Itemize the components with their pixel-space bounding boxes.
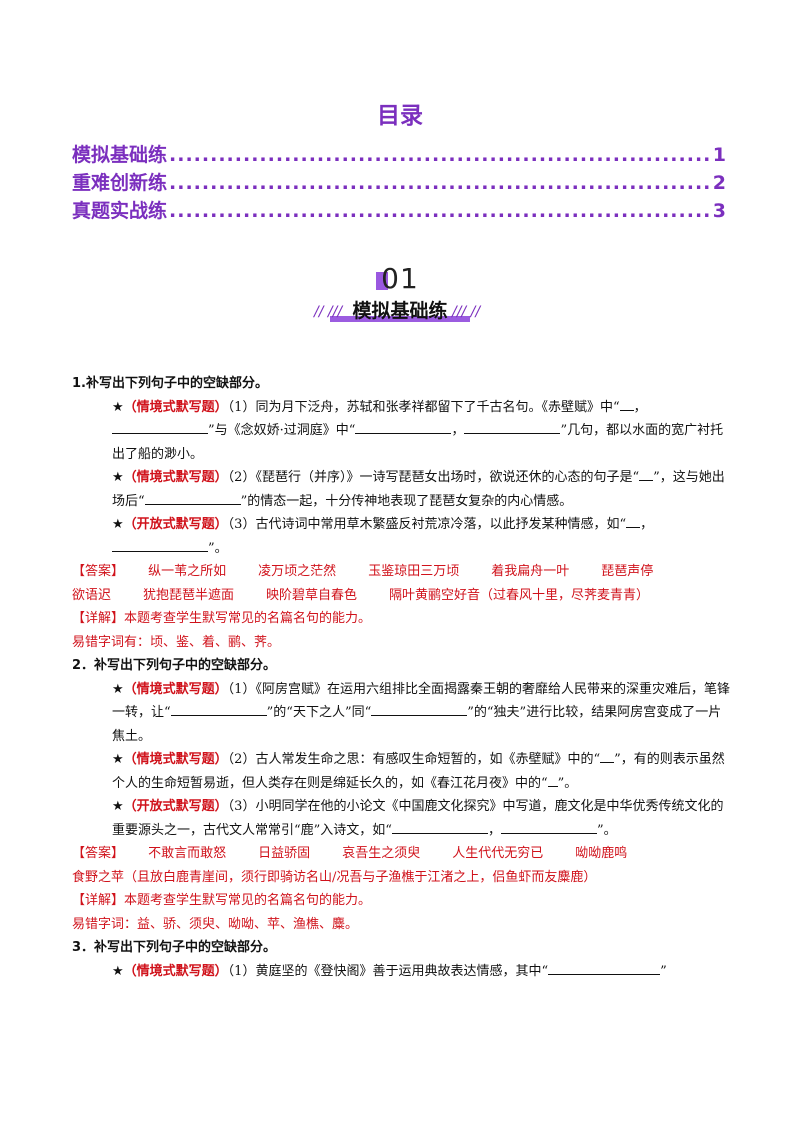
answer-item: 纵一苇之所如 xyxy=(148,564,227,579)
answer-blank[interactable] xyxy=(391,819,488,834)
detail-label: 【详解】 xyxy=(72,611,125,626)
slash-decoration-left: // /// xyxy=(314,304,343,320)
question-text: （3）古代诗词中常用草木繁盛反衬荒凉冷落，以此抒发某种情感，如“ xyxy=(227,517,627,532)
typo-note: 易错字词：益、骄、须臾、呦呦、苹、渔樵、麋。 xyxy=(72,916,359,932)
question-type-tag: （情境式默写题） xyxy=(123,752,228,767)
answer-blank[interactable] xyxy=(600,748,615,763)
answer-block: 【答案】 不敢言而敢怒 日益骄固 哀吾生之须臾 人生代代无穷已 呦呦鹿鸣 xyxy=(72,842,734,866)
answer-blank[interactable] xyxy=(619,396,634,411)
toc-leader-dots xyxy=(169,144,711,166)
typo-note: 易错字词有：顷、鉴、着、鹂、荠。 xyxy=(72,634,281,650)
answer-block-continued: 欲语迟 犹抱琵琶半遮面 映阶碧草自春色 隔叶黄鹂空好音（过春风十里，尽荠麦青青） xyxy=(72,584,734,608)
detail-block: 【详解】本题考查学生默写常见的名篇名句的能力。 xyxy=(72,889,734,913)
answer-blank[interactable] xyxy=(548,960,661,975)
answer-block: 【答案】 纵一苇之所如 凌万顷之茫然 玉鉴琼田三万顷 着我扁舟一叶 琵琶声停 xyxy=(72,560,734,584)
star-icon: ★ xyxy=(112,470,124,485)
answer-blank[interactable] xyxy=(112,419,208,434)
exercise-content: 1.补写出下列句子中的空缺部分。 ★（情境式默写题）（1）同为月下泛舟，苏轼和张… xyxy=(72,372,734,983)
answer-item: 隔叶黄鹂空好音（过春风十里，尽荠麦青青） xyxy=(389,587,650,603)
answer-item: 呦呦鹿鸣 xyxy=(575,846,628,861)
question-text: （3）小明同学在他的小论文《中国鹿文化探究》中写道，鹿文化是中华优秀传统文化的重… xyxy=(112,799,724,838)
question-item: ★（情境式默写题）（1）《阿房宫赋》在运用六组排比全面揭露秦王朝的奢靡给人民带来… xyxy=(112,681,730,744)
answer-item: 玉鉴琼田三万顷 xyxy=(368,564,460,579)
detail-block: 【详解】本题考查学生默写常见的名篇名句的能力。 xyxy=(72,607,734,631)
answer-blank[interactable] xyxy=(112,537,208,552)
detail-text: 本题考查学生默写常见的名篇名句的能力。 xyxy=(124,893,372,908)
question-type-tag: （情境式默写题） xyxy=(123,470,228,485)
star-icon: ★ xyxy=(112,399,124,415)
toc-entry[interactable]: 真题实战练 3 xyxy=(72,196,726,224)
answer-item: 映阶碧草自春色 xyxy=(266,587,358,603)
question-item: ★（开放式默写题）（3）小明同学在他的小论文《中国鹿文化探究》中写道，鹿文化是中… xyxy=(112,799,724,838)
question-text: （1）同为月下泛舟，苏轼和张孝祥都留下了千古名句。《赤壁赋》中“ xyxy=(227,399,620,415)
question-item: ★（情境式默写题）（2）古人常发生命之思：有感叹生命短暂的，如《赤壁赋》中的“”… xyxy=(72,748,734,795)
question-heading: 2．补写出下列句子中的空缺部分。 xyxy=(72,658,277,673)
answer-item: 哀吾生之须臾 xyxy=(342,846,421,861)
answer-item: 人生代代无穷已 xyxy=(452,846,544,861)
answer-blank[interactable] xyxy=(170,701,267,716)
answer-blank[interactable] xyxy=(639,466,654,481)
toc-entry-page: 3 xyxy=(712,200,726,222)
question-text: （2）《琵琶行（并序）》一诗写琵琶女出场时，欲说还休的心态的句子是“ xyxy=(227,470,640,485)
toc-entry-label: 重难创新练 xyxy=(72,172,168,194)
detail-label: 【详解】 xyxy=(72,893,125,908)
section-label: 模拟基础练 xyxy=(352,300,448,322)
section-heading: // /// 模拟基础练 /// // xyxy=(0,296,800,324)
toc-leader-dots xyxy=(169,200,711,222)
answer-item: 日益骄固 xyxy=(258,846,311,861)
star-icon: ★ xyxy=(112,681,124,697)
star-icon: ★ xyxy=(112,799,124,814)
answer-blank[interactable] xyxy=(547,772,558,787)
answer-label: 【答案】 xyxy=(72,846,125,861)
toc-entry-label: 真题实战练 xyxy=(72,200,168,222)
toc-entry[interactable]: 模拟基础练 1 xyxy=(72,140,726,168)
section-number: 01 xyxy=(381,262,419,295)
section-heading-band xyxy=(330,316,470,322)
answer-item: 不敢言而敢怒 xyxy=(148,846,227,861)
question-text: （1）《阿房宫赋》在运用六组排比全面揭露秦王朝的奢靡给人民带来的深重灾难后，笔锋… xyxy=(112,681,730,721)
question-text: （2）古人常发生命之思：有感叹生命短暂的，如《赤壁赋》中的“ xyxy=(227,752,601,767)
detail-text: 本题考查学生默写常见的名篇名句的能力。 xyxy=(124,611,372,626)
section-number-accent xyxy=(376,272,388,290)
table-of-contents: 模拟基础练 1 重难创新练 2 真题实战练 3 xyxy=(72,140,726,224)
answer-block-continued: 食野之苹（且放白鹿青崖间，须行即骑访名山/况吾与子渔樵于江渚之上，侣鱼虾而友麋鹿… xyxy=(72,869,597,885)
question-item: ★（开放式默写题）（3）古代诗词中常用草木繁盛反衬荒凉冷落，以此抒发某种情感，如… xyxy=(72,513,734,560)
toc-title: 目录 xyxy=(377,103,423,129)
question-type-tag: （情境式默写题） xyxy=(123,399,228,415)
toc-entry-page: 2 xyxy=(712,172,726,194)
answer-blank[interactable] xyxy=(355,419,452,434)
star-icon: ★ xyxy=(112,517,124,532)
answer-blank[interactable] xyxy=(626,513,641,528)
answer-blank[interactable] xyxy=(371,701,468,716)
toc-entry-page: 1 xyxy=(712,144,726,166)
toc-entry-label: 模拟基础练 xyxy=(72,144,168,166)
question-type-tag: （情境式默写题） xyxy=(123,963,228,979)
star-icon: ★ xyxy=(112,752,124,767)
slash-decoration-right: /// // xyxy=(452,304,481,320)
question-text: （1）黄庭坚的《登快阁》善于运用典故表达情感，其中“ xyxy=(227,963,549,979)
answer-blank[interactable] xyxy=(500,819,597,834)
answer-item: 欲语迟 xyxy=(72,587,112,603)
question-item: ★（情境式默写题）（1）黄庭坚的《登快阁》善于运用典故表达情感，其中“” xyxy=(72,960,734,984)
answer-blank[interactable] xyxy=(464,419,561,434)
answer-blank[interactable] xyxy=(144,490,241,505)
question-item: ★（情境式默写题）（2）《琵琶行（并序）》一诗写琵琶女出场时，欲说还休的心态的句… xyxy=(72,466,734,513)
answer-label: 【答案】 xyxy=(72,564,125,579)
toc-entry[interactable]: 重难创新练 2 xyxy=(72,168,726,196)
answer-item: 着我扁舟一叶 xyxy=(491,564,570,579)
answer-item: 犹抱琵琶半遮面 xyxy=(143,587,235,603)
answer-item: 凌万顷之茫然 xyxy=(258,564,337,579)
answer-item: 琵琶声停 xyxy=(601,564,654,579)
question-type-tag: （开放式默写题） xyxy=(123,799,228,814)
question-type-tag: （开放式默写题） xyxy=(123,517,228,532)
question-item: ★（情境式默写题）（1）同为月下泛舟，苏轼和张孝祥都留下了千古名句。《赤壁赋》中… xyxy=(72,396,734,467)
question-heading: 1.补写出下列句子中的空缺部分。 xyxy=(72,376,268,391)
toc-leader-dots xyxy=(169,172,711,194)
question-type-tag: （情境式默写题） xyxy=(123,681,228,697)
star-icon: ★ xyxy=(112,963,124,979)
question-heading: 3．补写出下列句子中的空缺部分。 xyxy=(72,940,277,955)
